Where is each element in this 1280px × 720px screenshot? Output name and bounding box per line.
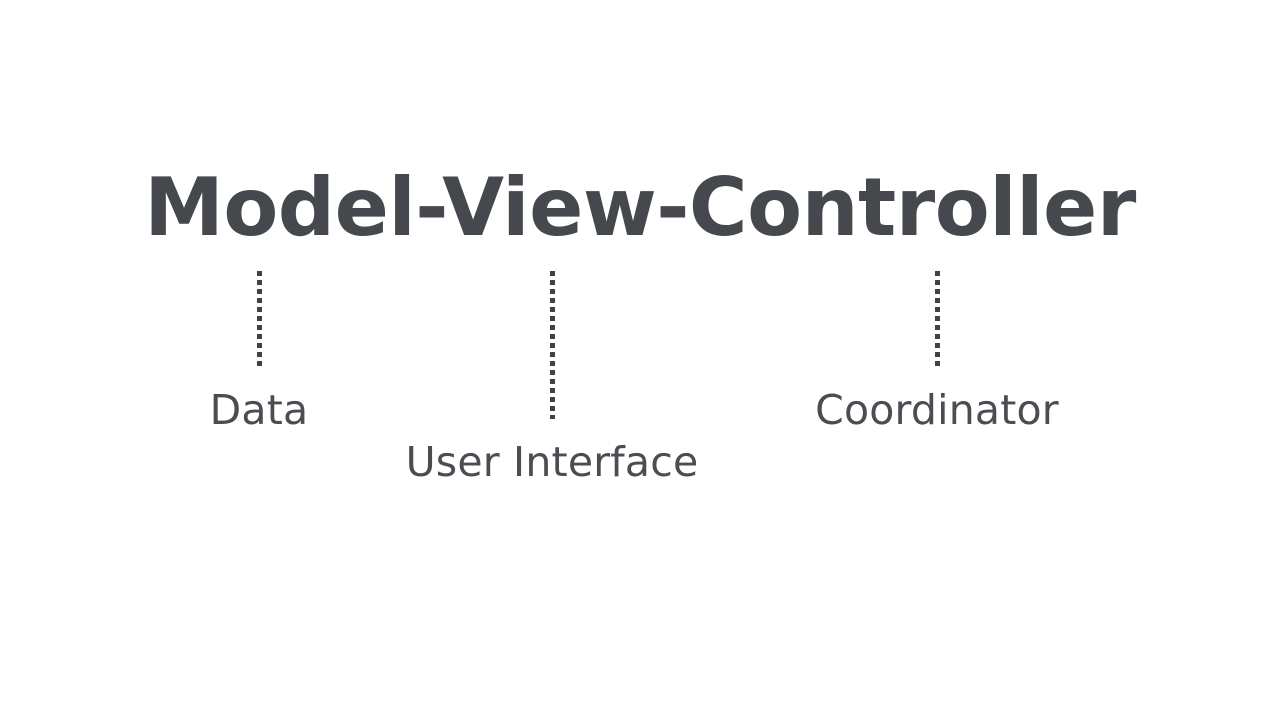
connector-line-view — [550, 271, 555, 419]
annotation-label-view: User Interface — [405, 438, 699, 486]
connector-line-model — [257, 271, 262, 366]
annotation-label-model: Data — [209, 386, 309, 434]
page-title: Model-View-Controller — [144, 161, 1136, 254]
annotation-label-controller: Coordinator — [815, 386, 1059, 434]
connector-line-controller — [935, 271, 940, 366]
